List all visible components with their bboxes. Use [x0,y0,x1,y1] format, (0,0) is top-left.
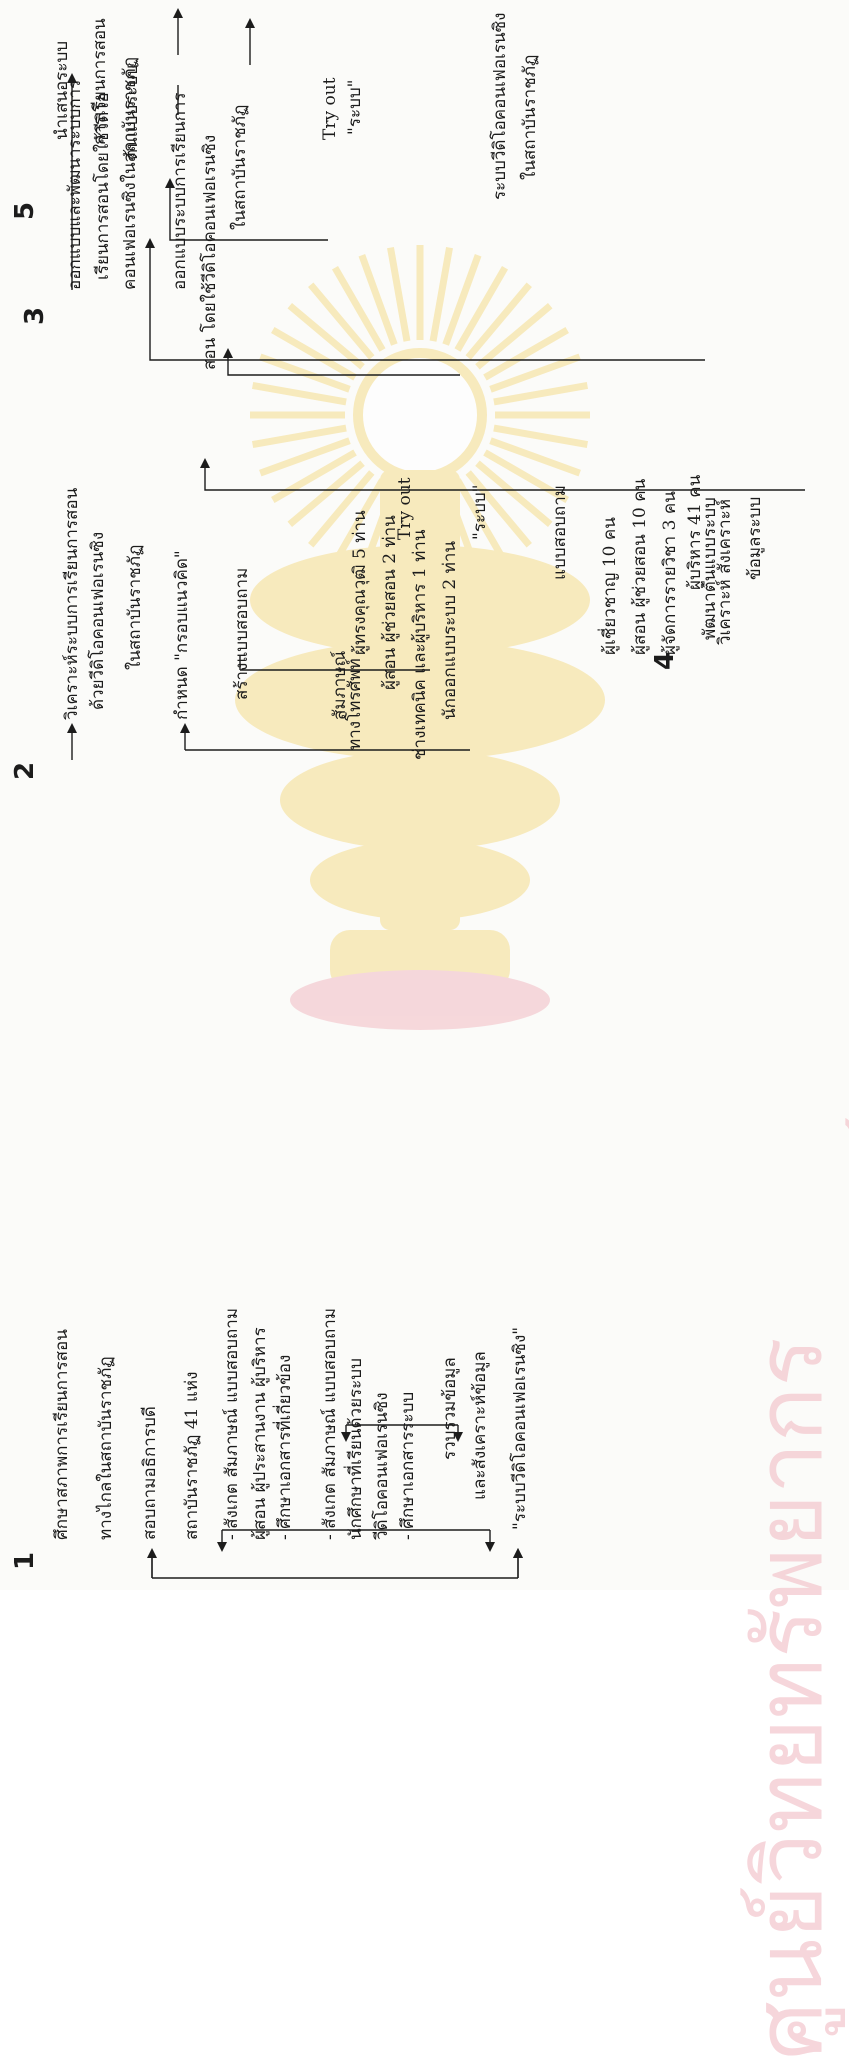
step1-survey: สอบถามอธิการบดี [140,1406,160,1540]
step2-expert-2: ผู้สอน ผู้ช่วยสอน 2 ท่าน [380,515,400,690]
emblem-ray [308,282,375,360]
emblem-ray [493,382,589,406]
emblem-ray [493,424,589,448]
emblem-ray [442,254,482,346]
step2-title-line1: วิเคราะห์ระบบการเรียนการสอน [62,487,82,720]
step2-expert-4: นักออกแบบระบบ 2 ท่าน [440,540,460,720]
step1-observe1-line2: ผู้สอน ผู้ประสานงาน ผู้บริหาร [250,1327,270,1540]
emblem-ray [331,478,386,564]
emblem-ray [475,303,553,370]
emblem-ray [271,326,357,381]
step1-observe2-line1: - สังเกต สัมภาษณ์ แบบสอบถาม [320,1307,340,1540]
emblem-ray [251,424,347,448]
emblem-ray [489,437,581,477]
step3-design-line2: สอน โดยใช้วีดิโอคอนเฟอเรนซิง [200,134,220,370]
step1-docs1: - ศึกษาเอกสารที่เกี่ยวข้อง [275,1354,295,1540]
step2-respondent-2: ผู้สอน ผู้ช่วยสอน 10 คน [630,478,650,655]
emblem-ray [358,254,398,346]
step1-observe2-line3: วีดิโอคอนเฟอเรนซิง [372,1392,392,1540]
connector-arrows [67,8,805,1579]
step2-questionnaire: แบบสอบถาม [550,485,570,580]
step2-title-line3: ในสถาบันราชภัฏ [125,544,145,670]
step2-build: สร้างแบบสอบถาม [232,567,252,700]
step5-final-line1: ระบบวีดิโอคอนเฟอเรนซิง [490,12,510,200]
step1-observe1-line1: - สังเกต สัมภาษณ์ แบบสอบถาม [222,1307,242,1540]
step4-develop: พัฒนาต้นแบบระบบ [700,497,720,640]
step2-expert-1: ผู้ทรงคุณวุฒิ 5 ท่าน [350,510,370,655]
step1-analyze: และสังเคราะห์ข้อมูล [470,1351,490,1500]
step5-present-line1: นำเสนอระบบ [52,40,72,140]
step1-title-line2: ทางไกลในสถาบันราชภัฏ [96,1356,116,1540]
emblem-ray [483,449,569,504]
step2-respondent-1: ผู้เชี่ยวชาญ 10 คน [600,517,620,655]
emblem-ray [483,326,569,381]
emblem-ray [251,382,347,406]
emblem-ray [387,246,411,342]
step-number-5: 5 [10,201,40,220]
step2-define: กำหนด "กรอบแนวคิด" [172,550,192,720]
emblem-ray [271,449,357,504]
emblem-ray [259,353,351,393]
step-number-3: 3 [20,306,50,325]
flowchart-page: ศูนย์วิทยทรัพยากร จุฬาลงกรณ์มหาวิทยาลัย [10,8,849,2060]
step2-respondent-3: ผู้จัดการรายวิชา 3 คน [660,491,680,655]
step2-title-line2: ด้วยวีดิโอคอนเฟอเรนซิง [88,531,108,710]
emblem-ray [465,282,532,360]
step-number-2: 2 [10,761,40,780]
step1-survey-count: สถาบันราชภัฏ 41 แห่ง [182,1371,202,1540]
step5-final-line2: ในสถาบันราชภัฏ [520,54,540,180]
emblem-ray [259,437,351,477]
step5-prototype: ต้นแบบระบบ [122,64,142,160]
step5-present-line2: การเรียนการสอน [90,18,110,145]
step1-docs2: - ศึกษาเอกสารระบบ [398,1391,418,1540]
step2-expert-3: ช่างเทคนิค และผู้บริหาร 1 ท่าน [410,529,430,760]
step1-collect: รวบรวมข้อมูล [440,1357,460,1460]
emblem-ray [287,460,365,527]
step5-tryout-line2: "ระบบ" [345,79,365,135]
emblem-ray [465,470,532,548]
step1-system: "ระบบวีดิโอคอนเฟอเรนซิง" [510,1326,530,1530]
step1-title-line1: ศึกษาสภาพการเรียนการสอน [52,1329,72,1540]
step3-design-line3: ในสถาบันราชภัฏ [230,104,250,230]
emblem-ray [331,266,386,352]
emblem-ray [429,246,453,342]
step5-tryout-line1: Try out [320,77,340,141]
emblem-ray [475,460,553,527]
step2-interview-line2: ทางโทรศัพท์ [345,658,365,750]
step2-synthesize-line2: ข้อมูลระบบ [745,496,765,580]
emblem-ray [454,478,509,564]
emblem-ray [454,266,509,352]
emblem-ray [308,470,375,548]
step-number-1: 1 [10,1551,40,1570]
step3-tryout: Try out [395,477,415,541]
flowchart: 1 2 3 4 5 ศึกษาสภาพการเรียนการสอน ทางไกล… [10,8,805,1579]
step1-observe2-line2: นักศึกษาที่เรียนด้วยระบบ [346,1358,366,1540]
step3-design-line1: ออกแบบระบบการเรียนการ [170,92,190,290]
step3-system: "ระบบ" [470,484,490,540]
emblem-ray [489,353,581,393]
emblem-ray [287,303,365,370]
